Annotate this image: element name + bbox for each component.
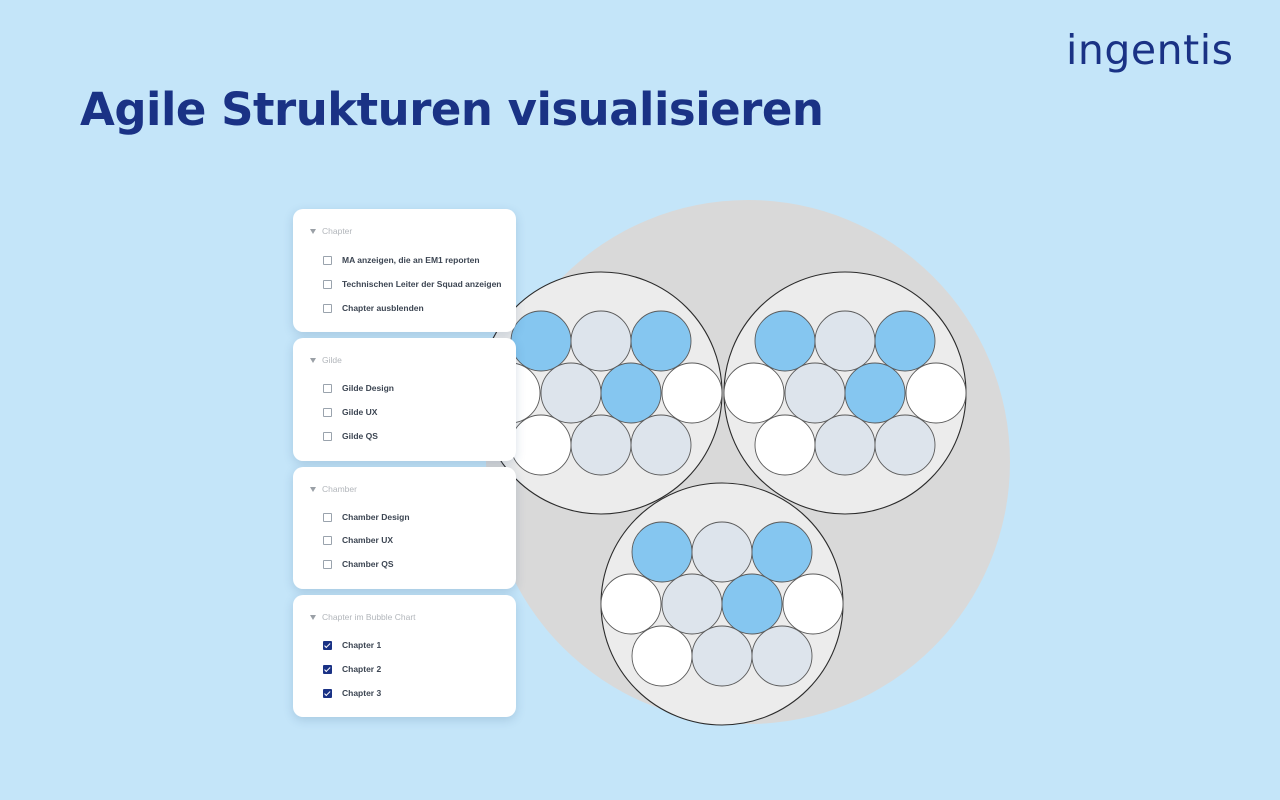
member-bubble-empty[interactable] bbox=[754, 414, 816, 476]
option-chapter-1[interactable]: Chapter 1 bbox=[323, 640, 381, 650]
checkbox[interactable] bbox=[323, 407, 332, 417]
option-label: Chapter 3 bbox=[342, 688, 382, 698]
option-show-em1-reports[interactable]: MA anzeigen, die an EM1 reporten bbox=[323, 255, 480, 265]
option-hide-chapter[interactable]: Chapter ausblenden bbox=[323, 303, 424, 313]
member-bubble-member[interactable] bbox=[570, 310, 632, 372]
option-label: Gilde UX bbox=[342, 407, 378, 417]
option-chapter-3[interactable]: Chapter 3 bbox=[323, 688, 381, 698]
option-label: Gilde QS bbox=[342, 431, 378, 441]
option-label: Gilde Design bbox=[342, 383, 394, 393]
member-bubble-empty[interactable] bbox=[600, 573, 662, 635]
member-bubble-highlight[interactable] bbox=[721, 573, 783, 635]
checkbox[interactable] bbox=[323, 431, 332, 441]
member-bubble-highlight[interactable] bbox=[510, 310, 572, 372]
panel-title: Chapter im Bubble Chart bbox=[322, 612, 416, 622]
caret-down-icon bbox=[310, 614, 316, 620]
option-label: Technischen Leiter der Squad anzeigen bbox=[342, 279, 502, 289]
checkbox[interactable] bbox=[323, 279, 332, 289]
member-bubble-member[interactable] bbox=[570, 414, 632, 476]
chamber-filter-panel: Chamber Chamber Design Chamber UX Chambe… bbox=[293, 467, 516, 589]
member-bubble-highlight[interactable] bbox=[600, 362, 662, 424]
member-bubble-empty[interactable] bbox=[510, 414, 572, 476]
member-bubble-member[interactable] bbox=[691, 625, 753, 687]
member-bubble-highlight[interactable] bbox=[844, 362, 906, 424]
member-bubble-member[interactable] bbox=[691, 521, 753, 583]
caret-down-icon bbox=[310, 228, 316, 234]
member-bubble-highlight[interactable] bbox=[630, 310, 692, 372]
page-title: Agile Strukturen visualisieren bbox=[80, 83, 824, 136]
bubble-chapter-filter-panel: Chapter im Bubble Chart Chapter 1 Chapte… bbox=[293, 595, 516, 717]
member-bubble-member[interactable] bbox=[751, 625, 813, 687]
option-label: Chamber UX bbox=[342, 535, 394, 545]
option-gilde-design[interactable]: Gilde Design bbox=[323, 383, 394, 393]
member-bubble-member[interactable] bbox=[540, 362, 602, 424]
option-label: Chamber QS bbox=[342, 559, 394, 569]
member-bubble-member[interactable] bbox=[814, 414, 876, 476]
panel-title: Gilde bbox=[322, 355, 342, 365]
checkbox-checked[interactable] bbox=[323, 640, 332, 650]
gilde-panel-header[interactable]: Gilde bbox=[310, 355, 342, 365]
option-chapter-2[interactable]: Chapter 2 bbox=[323, 664, 381, 674]
checkbox-checked[interactable] bbox=[323, 688, 332, 698]
member-bubble-empty[interactable] bbox=[905, 362, 967, 424]
caret-down-icon bbox=[310, 357, 316, 363]
checkbox[interactable] bbox=[323, 383, 332, 393]
checkbox[interactable] bbox=[323, 559, 332, 569]
panel-title: Chapter bbox=[322, 226, 353, 236]
option-gilde-ux[interactable]: Gilde UX bbox=[323, 407, 377, 417]
ingentis-logo: ingentis bbox=[1066, 26, 1234, 74]
member-bubble-empty[interactable] bbox=[631, 625, 693, 687]
checkbox[interactable] bbox=[323, 512, 332, 522]
member-bubble-member[interactable] bbox=[630, 414, 692, 476]
member-bubble-highlight[interactable] bbox=[874, 310, 936, 372]
checkbox[interactable] bbox=[323, 303, 332, 313]
bubble-chapter-panel-header[interactable]: Chapter im Bubble Chart bbox=[310, 612, 416, 622]
member-bubble-highlight[interactable] bbox=[751, 521, 813, 583]
option-show-squad-tech-lead[interactable]: Technischen Leiter der Squad anzeigen bbox=[323, 279, 502, 289]
option-gilde-qs[interactable]: Gilde QS bbox=[323, 431, 378, 441]
option-chamber-ux[interactable]: Chamber UX bbox=[323, 535, 393, 545]
chapter-panel-header[interactable]: Chapter bbox=[310, 226, 352, 236]
option-label: Chamber Design bbox=[342, 512, 410, 522]
team-group-3 bbox=[600, 482, 844, 726]
option-chamber-qs[interactable]: Chamber QS bbox=[323, 559, 394, 569]
checkbox-checked[interactable] bbox=[323, 664, 332, 674]
member-bubble-member[interactable] bbox=[784, 362, 846, 424]
checkbox[interactable] bbox=[323, 535, 332, 545]
member-bubble-highlight[interactable] bbox=[754, 310, 816, 372]
member-bubble-empty[interactable] bbox=[782, 573, 844, 635]
option-label: MA anzeigen, die an EM1 reporten bbox=[342, 255, 480, 265]
gilde-filter-panel: Gilde Gilde Design Gilde UX Gilde QS bbox=[293, 338, 516, 461]
option-label: Chapter 1 bbox=[342, 640, 382, 650]
option-label: Chapter 2 bbox=[342, 664, 382, 674]
option-label: Chapter ausblenden bbox=[342, 303, 424, 313]
member-bubble-member[interactable] bbox=[661, 573, 723, 635]
chapter-filter-panel: Chapter MA anzeigen, die an EM1 reporten… bbox=[293, 209, 516, 332]
member-bubble-empty[interactable] bbox=[661, 362, 723, 424]
panel-title: Chamber bbox=[322, 484, 357, 494]
caret-down-icon bbox=[310, 486, 316, 492]
member-bubble-member[interactable] bbox=[814, 310, 876, 372]
team-group-2 bbox=[723, 271, 967, 515]
chamber-panel-header[interactable]: Chamber bbox=[310, 484, 357, 494]
team-group-1 bbox=[479, 271, 723, 515]
member-bubble-member[interactable] bbox=[874, 414, 936, 476]
member-bubble-empty[interactable] bbox=[723, 362, 785, 424]
checkbox[interactable] bbox=[323, 255, 332, 265]
member-bubble-highlight[interactable] bbox=[631, 521, 693, 583]
option-chamber-design[interactable]: Chamber Design bbox=[323, 512, 410, 522]
